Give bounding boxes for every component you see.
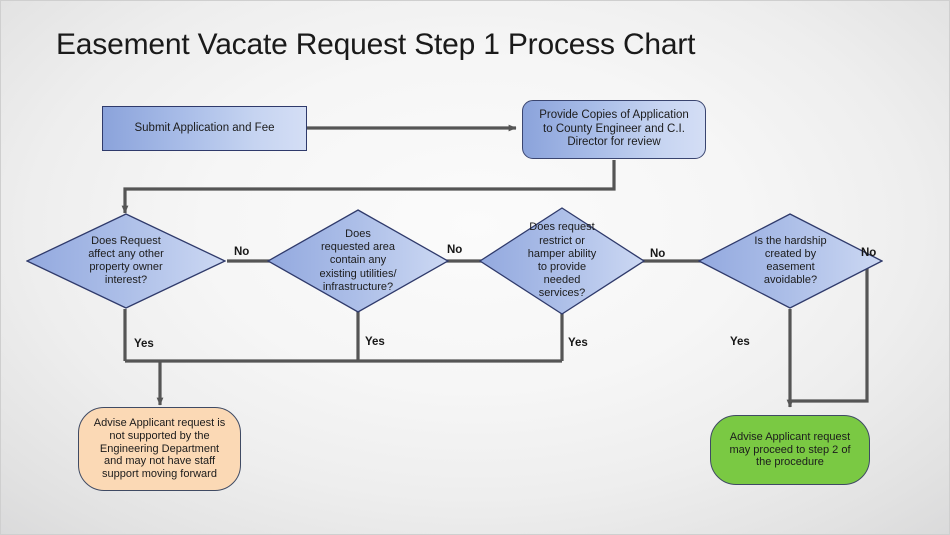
node-may-proceed-label: Advise Applicant request may proceed to … (729, 431, 850, 470)
edge-label-yes-2: Yes (365, 336, 385, 348)
node-may-proceed-line1: Advise Applicant request (729, 430, 851, 443)
node-decision3-text: Does request restrict or hamper ability … (479, 207, 645, 315)
edge-label-no-1: No (234, 246, 250, 258)
node-decision3-line1: Does request (529, 221, 595, 234)
node-decision3-line4: to provide (537, 261, 587, 273)
node-decision1-line2: affect any other (88, 247, 164, 260)
node-provide-copies-label: Provide Copies of Application to County … (539, 109, 689, 150)
node-decision2-line4: existing utilities/ (319, 267, 397, 280)
node-submit-label: Submit Application and Fee (134, 121, 275, 134)
node-may-proceed-line3: the procedure (756, 456, 824, 469)
node-decision2-line1: Does (345, 228, 371, 241)
node-decision3-line3: hamper ability (527, 247, 597, 260)
node-not-supported-line3: Engineering Department (99, 442, 220, 455)
node-provide-copies[interactable]: Provide Copies of Application to County … (522, 100, 706, 159)
node-request-not-supported[interactable]: Advise Applicant request is not supporte… (78, 407, 241, 491)
node-decision3-line5: needed (543, 274, 581, 287)
node-decision-restrict-services[interactable]: Does request restrict or hamper ability … (479, 207, 645, 315)
node-submit-application[interactable]: Submit Application and Fee (102, 106, 307, 151)
edge-label-yes-3: Yes (568, 337, 588, 349)
edge-label-yes-4: Yes (730, 336, 750, 348)
node-decision1-text: Does Request affect any other property o… (26, 213, 226, 309)
node-not-supported-line5: support moving forward (102, 468, 217, 481)
node-decision4-line2: created by (764, 247, 817, 260)
node-decision3-line6: services? (538, 287, 586, 300)
node-not-supported-line2: not supported by the (109, 429, 210, 442)
edge-label-no-4: No (861, 247, 877, 259)
node-decision1-line1: Does Request (91, 234, 161, 247)
node-decision1-line4: interest? (104, 274, 148, 287)
node-decision4-line4: avoidable? (763, 274, 818, 287)
node-provide-copies-line1: Provide Copies of Application (539, 109, 689, 122)
node-request-may-proceed[interactable]: Advise Applicant request may proceed to … (710, 415, 870, 485)
edge-provide-to-decision1 (121, 160, 616, 214)
node-decision2-line2: requested area (320, 241, 395, 254)
edge-label-no-3: No (650, 248, 666, 260)
node-decision1-line3: property owner (89, 261, 163, 273)
node-provide-copies-line3: Director for review (567, 136, 661, 149)
node-decision4-line3: easement (766, 261, 815, 273)
node-decision-existing-utilities[interactable]: Does requested area contain any existing… (267, 209, 449, 313)
node-decision2-text: Does requested area contain any existing… (267, 209, 449, 313)
node-not-supported-line4: and may not have staff (103, 455, 216, 468)
node-decision4-line1: Is the hardship (754, 234, 827, 247)
node-decision-property-owner-interest[interactable]: Does Request affect any other property o… (26, 213, 226, 309)
node-decision2-line5: infrastructure? (322, 280, 394, 293)
node-may-proceed-line2: may proceed to step 2 of (729, 443, 851, 456)
node-decision3-line2: restrict or (539, 234, 585, 247)
node-provide-copies-line2: to County Engineer and C.I. (543, 122, 685, 135)
page-title: Easement Vacate Request Step 1 Process C… (56, 28, 696, 61)
edge-label-no-2: No (447, 244, 463, 256)
node-decision-hardship-avoidable[interactable]: Is the hardship created by easement avoi… (698, 213, 883, 309)
node-not-supported-label: Advise Applicant request is not supporte… (94, 417, 225, 482)
node-not-supported-line1: Advise Applicant request is (93, 416, 226, 429)
node-decision2-line3: contain any (329, 254, 387, 267)
node-decision4-text: Is the hardship created by easement avoi… (698, 213, 883, 309)
edge-label-yes-1: Yes (134, 338, 154, 350)
